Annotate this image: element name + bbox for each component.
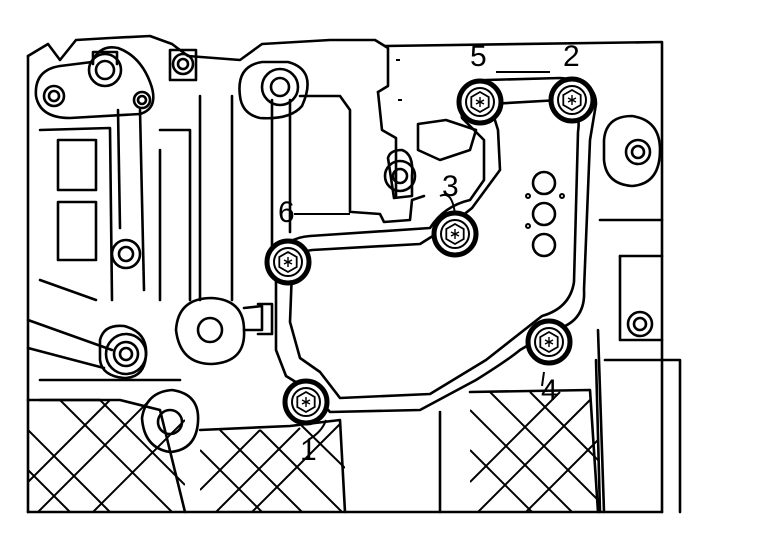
bolt-2	[548, 76, 596, 124]
left-ribs	[26, 94, 352, 402]
cover-holes	[525, 170, 565, 258]
bolt-4	[525, 318, 573, 366]
bolt-label-6: 6	[278, 196, 295, 229]
bolt-label-4: 4	[541, 374, 558, 407]
bolt-1	[282, 378, 330, 426]
top-left-bracket	[34, 46, 309, 120]
bolt-label-3: 3	[442, 170, 459, 203]
stud-left-mid	[110, 238, 142, 270]
bolt-3	[431, 210, 479, 258]
bolt-label-1: 1	[300, 434, 317, 467]
stud-top-left	[87, 50, 123, 88]
stud-top-left-2	[42, 84, 66, 108]
bolt-label-2: 2	[563, 40, 580, 73]
bolt-6	[264, 238, 312, 286]
stud-top-center	[171, 52, 195, 76]
stud-center	[383, 159, 417, 193]
stud-right-top	[624, 138, 652, 166]
leader-lines	[294, 71, 550, 441]
stud-top-left-3	[132, 90, 152, 110]
background-studs	[42, 50, 654, 436]
stud-boss	[196, 316, 224, 344]
stud-top-mid	[260, 67, 300, 107]
central-upper-structure	[350, 59, 478, 224]
bolt-5	[456, 78, 504, 126]
stud-right-lower	[626, 310, 654, 338]
stud-left-lower	[104, 332, 148, 376]
bolt-label-5: 5	[470, 40, 487, 73]
right-side-components	[438, 114, 664, 514]
stud-boss-lower	[156, 408, 184, 436]
